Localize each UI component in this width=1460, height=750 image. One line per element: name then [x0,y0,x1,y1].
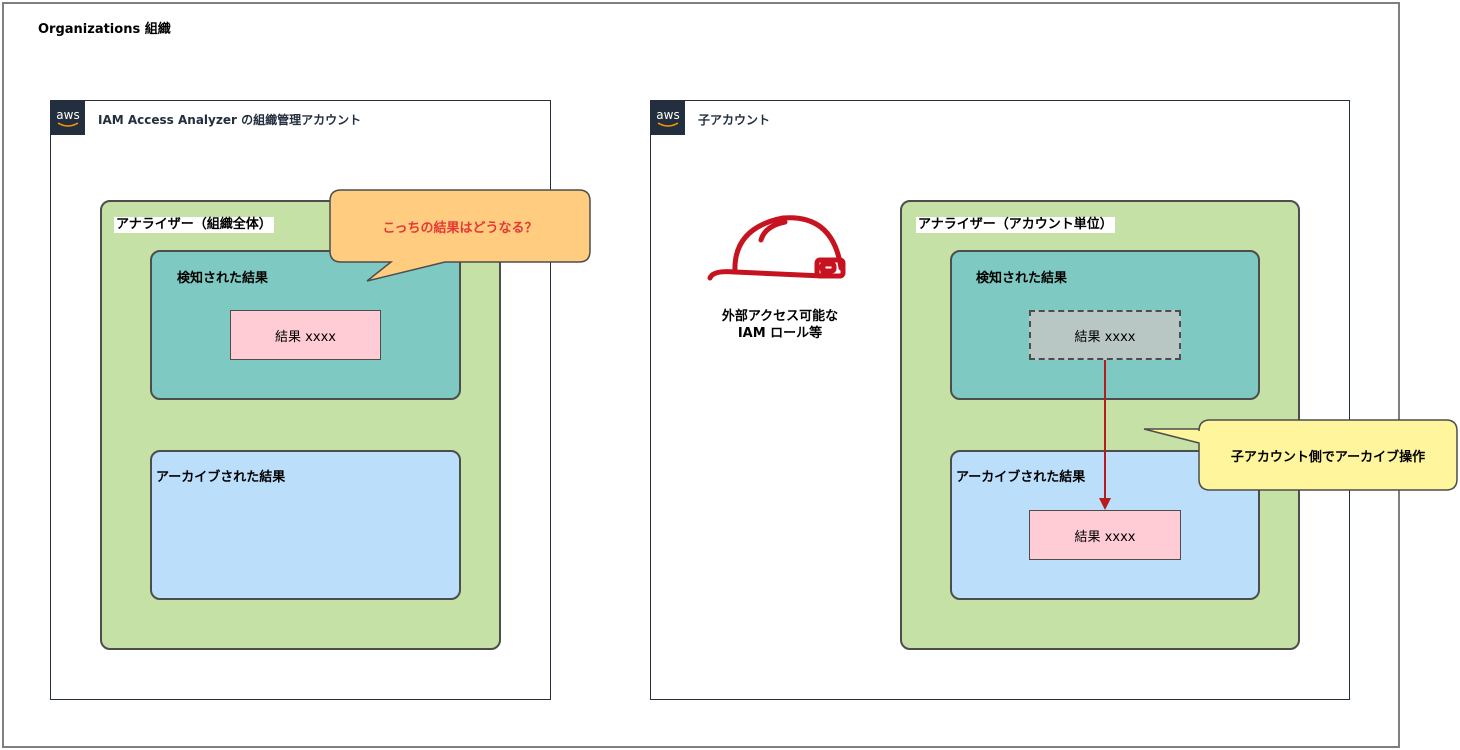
org-archived-findings-label: アーカイブされた結果 [156,470,286,485]
aws-logo-text: aws [56,107,80,122]
account-analyzer-label: アナライザー（アカウント単位） [916,217,1115,233]
account-finding-original[interactable]: 結果 xxxx [1029,310,1181,360]
organization-frame [2,2,1400,748]
helmet-icon [707,215,846,281]
aws-logo-icon: aws [51,101,85,135]
question-callout-shape [329,189,591,282]
iam-role-label-line2: IAM ロール等 [737,326,823,341]
archive-callout-text: 子アカウント側でアーカイブ操作 [1230,449,1426,465]
child-account-title: 子アカウント [698,113,771,127]
archive-callout-shape [1143,419,1458,491]
aws-logo-icon: aws [651,101,685,135]
org-analyzer-label: アナライザー（組織全体） [114,217,274,233]
account-archived-findings-label: アーカイブされた結果 [956,470,1086,485]
org-detected-findings-label: 検知された結果 [177,271,269,286]
organization-title: Organizations 組織 [38,22,171,37]
account-detected-findings-label: 検知された結果 [976,271,1068,286]
org-archived-findings-box [150,450,461,600]
iam-role-label-line1: 外部アクセス可能な [721,309,839,324]
question-callout-text: こっちの結果はどうなる？ [382,220,538,236]
archive-arrow [1099,360,1111,510]
management-account-title: IAM Access Analyzer の組織管理アカウント [98,113,362,127]
account-finding-archived[interactable]: 結果 xxxx [1029,510,1181,560]
org-finding-item[interactable]: 結果 xxxx [230,310,381,360]
iam-role-label: 外部アクセス可能な IAM ロール等 [690,308,870,342]
aws-logo-text: aws [656,107,680,122]
